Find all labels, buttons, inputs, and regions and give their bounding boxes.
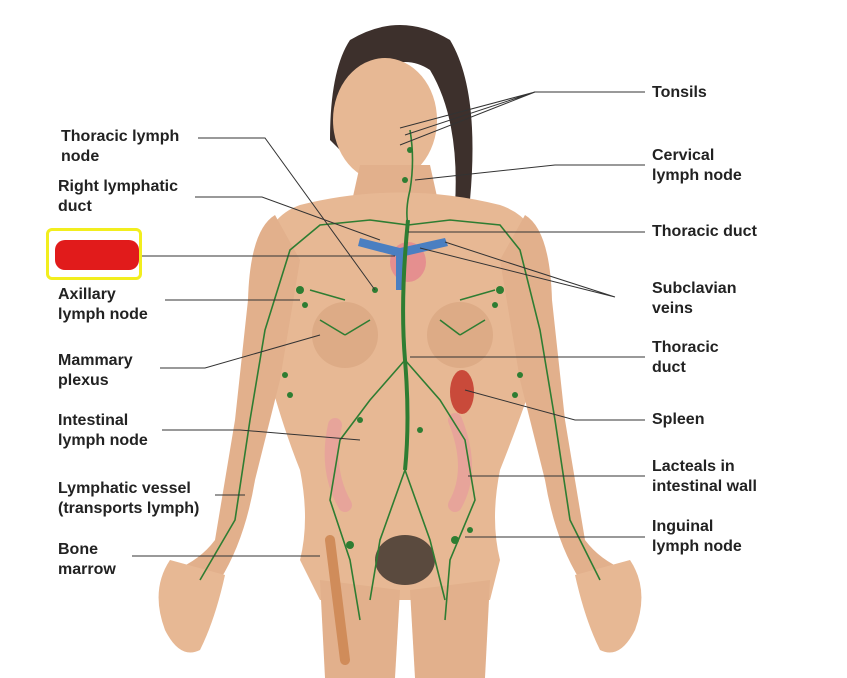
label-cervical-lymph-node: Cervical lymph node [652,147,742,184]
leg-right [410,580,490,678]
femur [325,535,350,665]
torso [259,192,545,600]
label-spleen: Spleen [652,411,705,428]
arm-left [170,215,300,594]
leader-cervical-lymph-node [414,164,645,181]
label-axillary-lymph-node: Axillary lymph node [58,286,148,323]
label-inguinal-lymph-node: Inguinal lymph node [652,518,742,555]
spleen-organ [450,370,474,414]
label-subclavian-veins: Subclavian veins [652,280,737,317]
hand-right [575,560,642,653]
leader-intestinal-lymph-node [162,429,361,441]
pubic-region [375,535,435,585]
hand-left [158,560,225,653]
leader-tonsils [399,91,645,146]
label-mammary-plexus: Mammary plexus [58,352,133,389]
arm-right [500,215,630,594]
label-thoracic-duct-upper: Thoracic duct [652,223,757,240]
head [333,58,437,182]
lymph-network [199,129,601,621]
label-intestinal-lymph-node: Intestinal lymph node [58,412,148,449]
label-right-lymphatic-duct: Right lymphatic duct [58,178,179,215]
leader-lines [132,91,645,557]
leader-spleen [464,389,645,421]
leader-subclavian-veins [419,241,616,298]
label-lymphatic-vessel: Lymphatic vessel (transports lymph) [58,480,200,517]
redacted-label [55,240,139,270]
leader-thoracic-lymph-node [198,137,376,291]
lymph-nodes [282,147,523,549]
label-tonsils: Tonsils [652,84,707,101]
leader-right-lymphatic-duct [195,196,381,241]
label-thoracic-lymph-node: Thoracic lymph node [61,128,180,165]
thoracic-duct-vessel [401,219,410,471]
label-lacteals: Lacteals in intestinal wall [652,458,757,495]
answer-highlight-box [46,228,142,280]
label-thoracic-duct-lower: Thoracic duct [652,339,719,376]
leader-mammary-plexus [160,334,321,369]
label-bone-marrow: Bone marrow [58,541,116,578]
